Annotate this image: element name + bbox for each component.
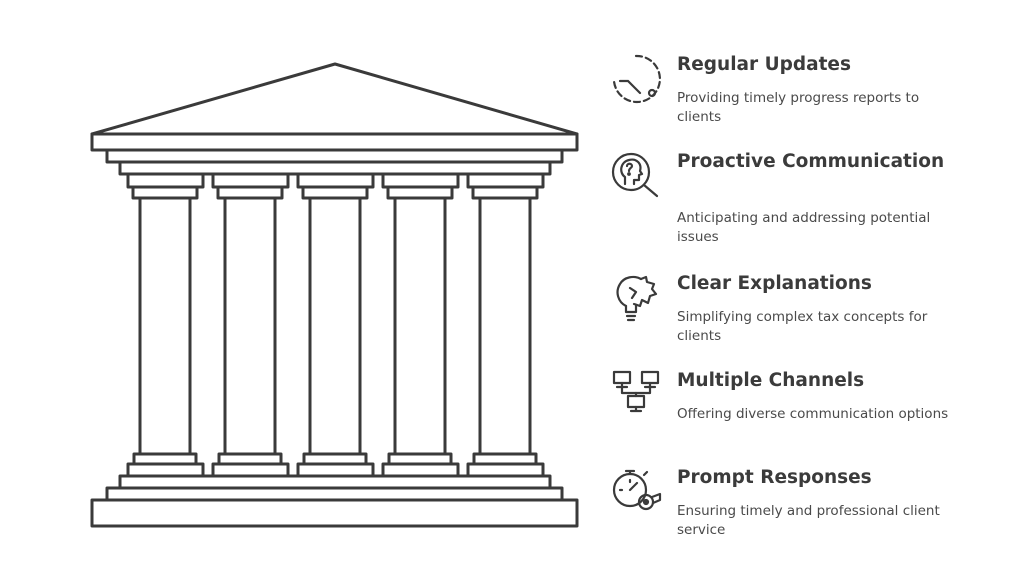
- temple-column: [126, 172, 205, 478]
- item-title: Prompt Responses: [677, 467, 872, 488]
- item-title: Regular Updates: [677, 54, 851, 75]
- head-question-icon: [611, 152, 659, 198]
- lightbulb-puzzle-icon: [616, 275, 658, 322]
- item-title: Multiple Channels: [677, 370, 865, 391]
- temple-column: [466, 172, 545, 478]
- temple-step-top: [118, 474, 552, 490]
- network-computers-icon: [612, 370, 660, 413]
- temple-column: [211, 172, 290, 478]
- item-title: Proactive Communication: [677, 151, 945, 172]
- temple-step-bottom: [90, 498, 579, 528]
- item-description: Ensuring timely and professional client …: [677, 503, 940, 538]
- temple-frieze: [118, 160, 552, 176]
- item-description: Simplifying complex tax concepts for cli…: [677, 309, 928, 344]
- item-description: Offering diverse communication options: [677, 406, 949, 422]
- temple-column: [296, 172, 375, 478]
- item-description: Providing timely progress reports to cli…: [677, 90, 920, 125]
- stopwatch-whistle-icon: [612, 469, 662, 511]
- item-description: Anticipating and addressing potential is…: [677, 210, 931, 245]
- temple-entablature: [105, 148, 564, 164]
- temple-step-middle: [105, 486, 564, 502]
- temple-roof: [90, 62, 579, 136]
- temple-illustration: [90, 62, 579, 528]
- temple-roof-beam: [90, 132, 579, 152]
- temple-column: [381, 172, 460, 478]
- clock-icon: [612, 54, 661, 104]
- item-title: Clear Explanations: [677, 273, 872, 294]
